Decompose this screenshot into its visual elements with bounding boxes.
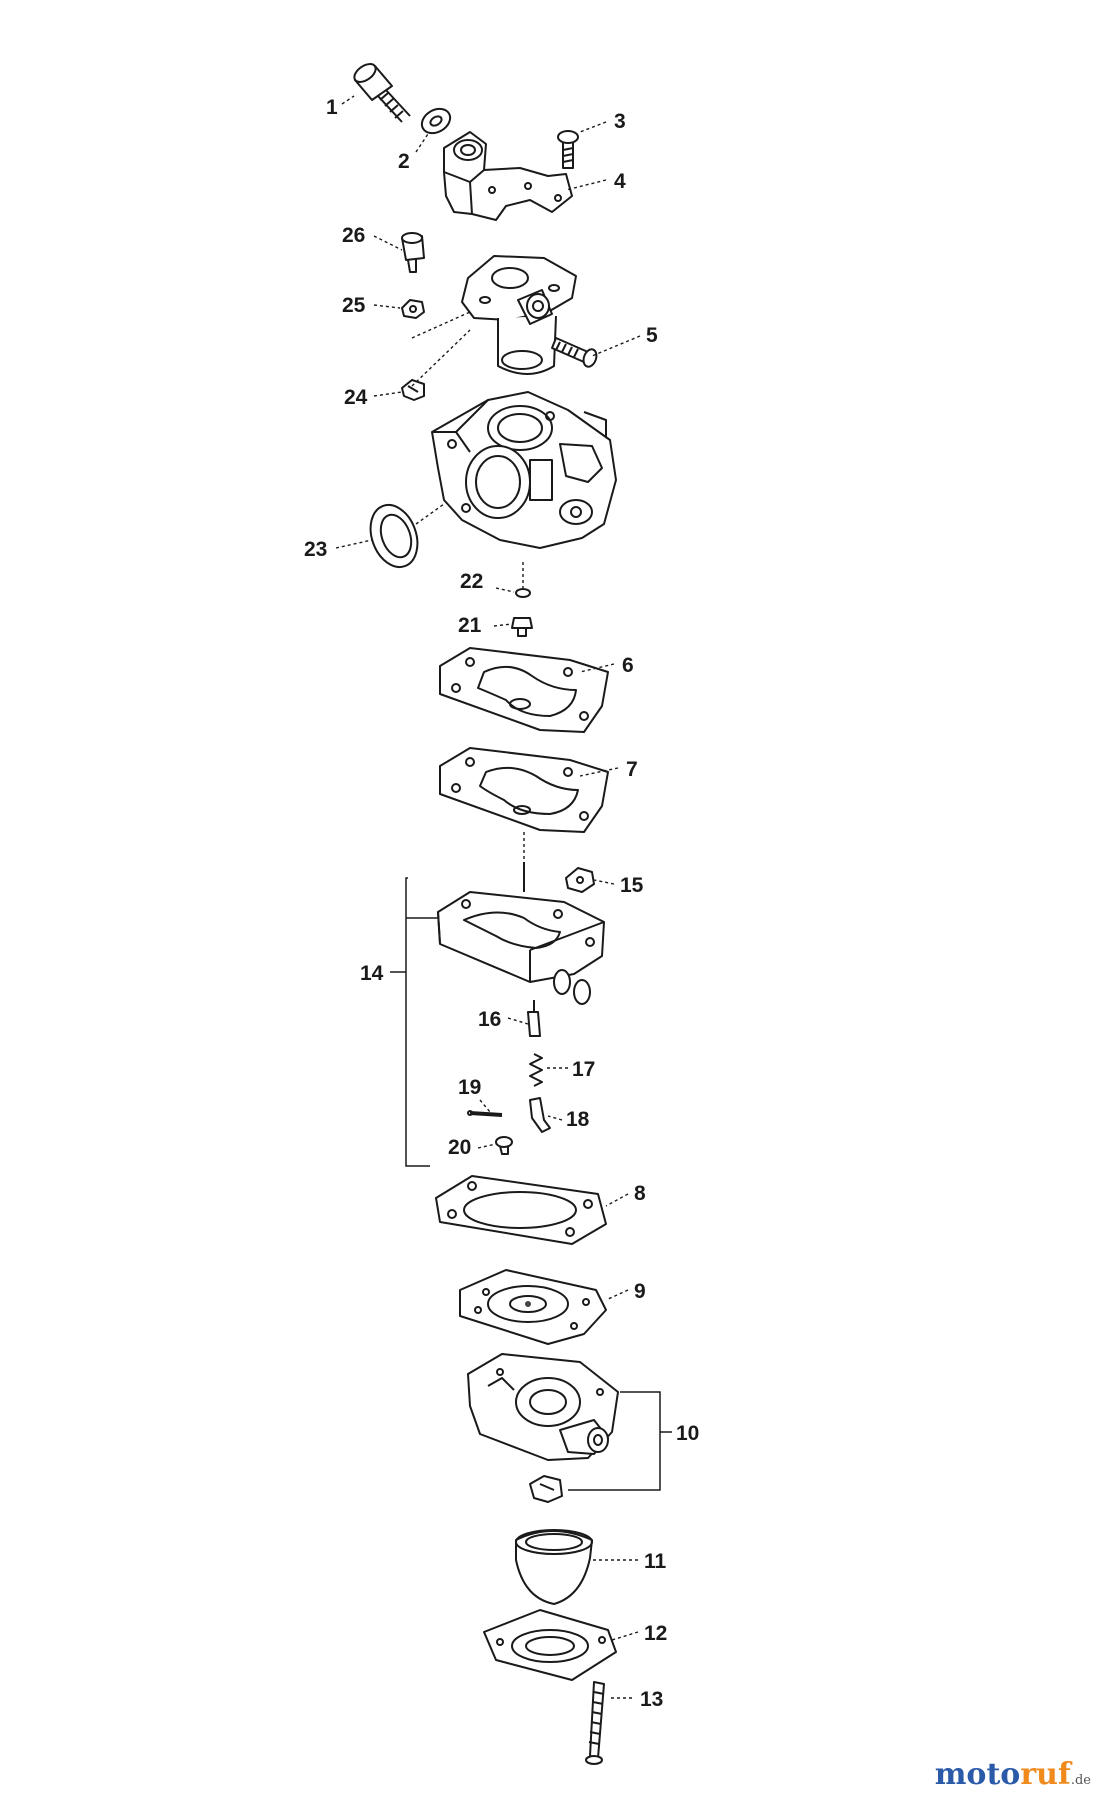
watermark-part-1: moto bbox=[934, 1757, 1021, 1792]
callout-15: 15 bbox=[620, 874, 644, 897]
callout-22: 22 bbox=[460, 570, 483, 593]
callout-18: 18 bbox=[566, 1108, 590, 1131]
part-15-nut[interactable] bbox=[565, 867, 595, 893]
callout-13: 13 bbox=[640, 1688, 663, 1711]
part-20-screw[interactable] bbox=[495, 1136, 513, 1155]
part-4-lever-bracket[interactable] bbox=[443, 131, 573, 221]
part-12-cover[interactable] bbox=[483, 1609, 617, 1681]
callout-2: 2 bbox=[398, 150, 410, 173]
part-6-gasket[interactable] bbox=[439, 647, 609, 733]
part-2-washer[interactable] bbox=[418, 104, 455, 138]
part-10-fitting[interactable] bbox=[529, 1475, 563, 1503]
part-11-primer-bulb[interactable] bbox=[515, 1529, 593, 1605]
part-14-metering-body[interactable] bbox=[437, 862, 605, 1005]
callout-20: 20 bbox=[448, 1136, 471, 1159]
part-24-clip[interactable] bbox=[401, 379, 425, 401]
part-7-diaphragm[interactable] bbox=[439, 747, 609, 833]
callout-19: 19 bbox=[458, 1076, 481, 1099]
callout-9: 9 bbox=[634, 1280, 646, 1303]
callout-6: 6 bbox=[622, 654, 634, 677]
callout-14: 14 bbox=[360, 962, 384, 985]
watermark-logo: motoruf.de bbox=[935, 1757, 1091, 1792]
callout-21: 21 bbox=[458, 614, 482, 637]
throttle-body[interactable] bbox=[461, 255, 577, 375]
callout-5: 5 bbox=[646, 324, 658, 347]
part-16-needle[interactable] bbox=[527, 1000, 541, 1037]
part-8-gasket[interactable] bbox=[435, 1175, 607, 1245]
part-18-lever[interactable] bbox=[529, 1097, 551, 1133]
callout-17: 17 bbox=[572, 1058, 595, 1081]
part-13-screw[interactable] bbox=[585, 1681, 605, 1765]
callout-7: 7 bbox=[626, 758, 638, 781]
part-9-pump-diaphragm[interactable] bbox=[459, 1269, 607, 1345]
part-21-valve[interactable] bbox=[511, 617, 533, 637]
part-3-screw[interactable] bbox=[557, 130, 579, 169]
bracket-14 bbox=[390, 877, 438, 1167]
part-10-pump-body[interactable] bbox=[467, 1353, 619, 1461]
watermark-part-3: .de bbox=[1070, 1773, 1091, 1788]
part-1-adjusting-screw[interactable] bbox=[351, 60, 411, 123]
callout-12: 12 bbox=[644, 1622, 667, 1645]
callout-8: 8 bbox=[634, 1182, 646, 1205]
callout-23: 23 bbox=[304, 538, 327, 561]
callout-3: 3 bbox=[614, 110, 626, 133]
part-26-fitting[interactable] bbox=[401, 232, 425, 273]
part-5-screw[interactable] bbox=[551, 337, 599, 369]
leader-lines bbox=[335, 95, 641, 1699]
part-17-spring[interactable] bbox=[529, 1053, 543, 1087]
callout-25: 25 bbox=[342, 294, 366, 317]
callout-1: 1 bbox=[326, 96, 338, 119]
part-19-pin[interactable] bbox=[467, 1110, 503, 1117]
watermark-part-2: ruf bbox=[1020, 1757, 1071, 1792]
carburetor-body[interactable] bbox=[431, 391, 617, 549]
callout-10: 10 bbox=[676, 1422, 699, 1445]
callout-24: 24 bbox=[344, 386, 368, 409]
part-25-nut[interactable] bbox=[401, 299, 425, 319]
callout-11: 11 bbox=[644, 1550, 667, 1573]
bracket-10 bbox=[568, 1391, 672, 1491]
callout-16: 16 bbox=[478, 1008, 501, 1031]
part-22-jet[interactable] bbox=[515, 588, 531, 598]
callout-4: 4 bbox=[614, 170, 626, 193]
callout-26: 26 bbox=[342, 224, 365, 247]
part-23-gasket[interactable] bbox=[362, 498, 425, 573]
